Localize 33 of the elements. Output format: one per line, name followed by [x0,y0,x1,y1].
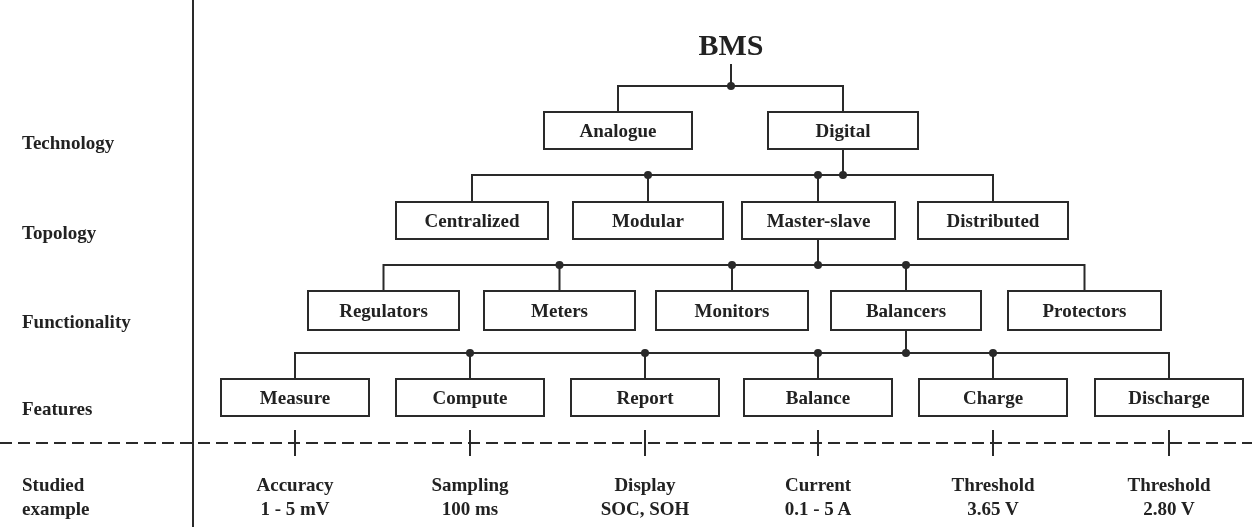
category-box: Balance [743,378,893,417]
connector-line [905,330,1170,379]
category-box: Report [570,378,720,417]
category-box: Modular [572,201,724,240]
category-box: Analogue [543,111,693,150]
example-label: Threshold 3.65 V [950,473,1036,521]
category-box: Compute [395,378,545,417]
category-box: Regulators [307,290,460,331]
category-box: Discharge [1094,378,1244,417]
title-text: BMS [690,26,772,64]
category-box: Master-slave [741,201,896,240]
category-box: Meters [483,290,636,331]
example-label: Display SOC, SOH [599,473,691,521]
category-box: Charge [918,378,1068,417]
row-label: Studied example [22,473,90,521]
example-label: Sampling 100 ms [430,473,510,521]
category-box: Monitors [655,290,809,331]
category-box: Measure [220,378,370,417]
category-box: Balancers [830,290,982,331]
example-label: Threshold 2.80 V [1126,473,1212,521]
example-label: Current 0.1 - 5 A [783,473,853,521]
connector-line [730,63,844,112]
category-box: Digital [767,111,919,150]
row-label: Topology [22,221,97,245]
category-box: Protectors [1007,290,1162,331]
row-label: Functionality [22,310,131,334]
row-label: Technology [22,131,115,155]
example-label: Accuracy 1 - 5 mV [255,473,335,521]
connector-line [817,239,1086,291]
row-label: Features [22,397,93,421]
connector-line [842,149,994,202]
category-box: Distributed [917,201,1069,240]
category-box: Centralized [395,201,549,240]
